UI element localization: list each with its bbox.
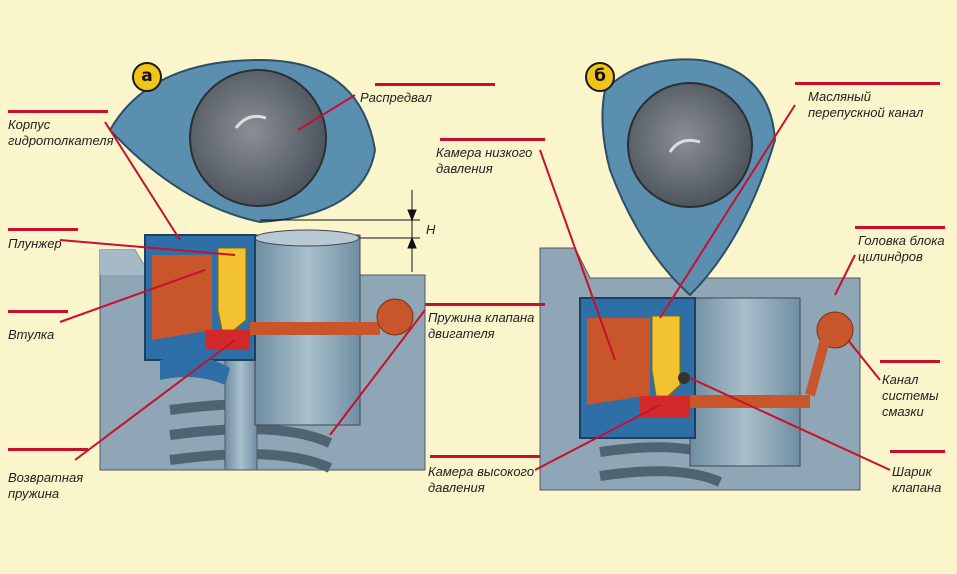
- oil-channel-a: [250, 322, 380, 335]
- label-bar: [8, 110, 108, 113]
- plunger-a: [217, 247, 247, 331]
- label-tappet-body: Корпус гидротолкателя: [8, 117, 114, 148]
- label-bar: [440, 138, 545, 141]
- label-bar: [880, 360, 940, 363]
- label-valve-spring: Пружина клапана двигателя: [428, 310, 535, 341]
- label-check-ball: Шарик клапана: [892, 464, 942, 495]
- plunger-b: [651, 315, 681, 397]
- label-sleeve: Втулка: [8, 327, 55, 342]
- label-return-spring: Возвратная пружина: [8, 470, 84, 501]
- label-bar: [8, 228, 78, 231]
- label-lube-channel: Канал системы смазки: [882, 372, 939, 419]
- panel-a: [59, 58, 426, 473]
- label-cylinder-head: Головка блока цилиндров: [858, 233, 945, 264]
- camshaft-hub-b: [627, 82, 753, 208]
- high-pressure-chamber-a: [205, 330, 250, 350]
- label-low-pressure: Камера низкого давления: [436, 145, 533, 176]
- label-high-pressure: Камера высокого давления: [428, 464, 535, 495]
- tappet-bore-b: [689, 297, 801, 467]
- high-pressure-chamber-b: [640, 396, 690, 418]
- camshaft-hub-a: [189, 69, 327, 207]
- low-pressure-chamber-b: [587, 318, 650, 405]
- label-plunger: Плунжер: [8, 236, 62, 251]
- low-pressure-chamber-a: [152, 255, 212, 340]
- label-bar: [425, 303, 545, 306]
- label-bar: [855, 226, 945, 229]
- check-ball-b: [678, 372, 690, 384]
- label-bar: [890, 450, 945, 453]
- panel-b-badge: б: [585, 62, 615, 92]
- label-bar: [795, 82, 940, 85]
- label-bar: [375, 83, 495, 86]
- label-gap-h: H: [426, 222, 436, 237]
- panel-b: [534, 58, 891, 491]
- label-bar: [8, 310, 68, 313]
- label-bar: [8, 448, 88, 451]
- label-bar: [430, 455, 540, 458]
- label-camshaft: Распредвал: [360, 90, 432, 105]
- valve-stem-a: [224, 354, 258, 471]
- leader-lines-a: [59, 94, 426, 461]
- label-oil-bypass: Масляный перепускной канал: [808, 89, 924, 120]
- panel-a-badge: а: [132, 62, 162, 92]
- gap-dimension: [260, 190, 420, 272]
- oil-channel-b: [690, 395, 810, 408]
- leader-lines-b: [534, 104, 891, 471]
